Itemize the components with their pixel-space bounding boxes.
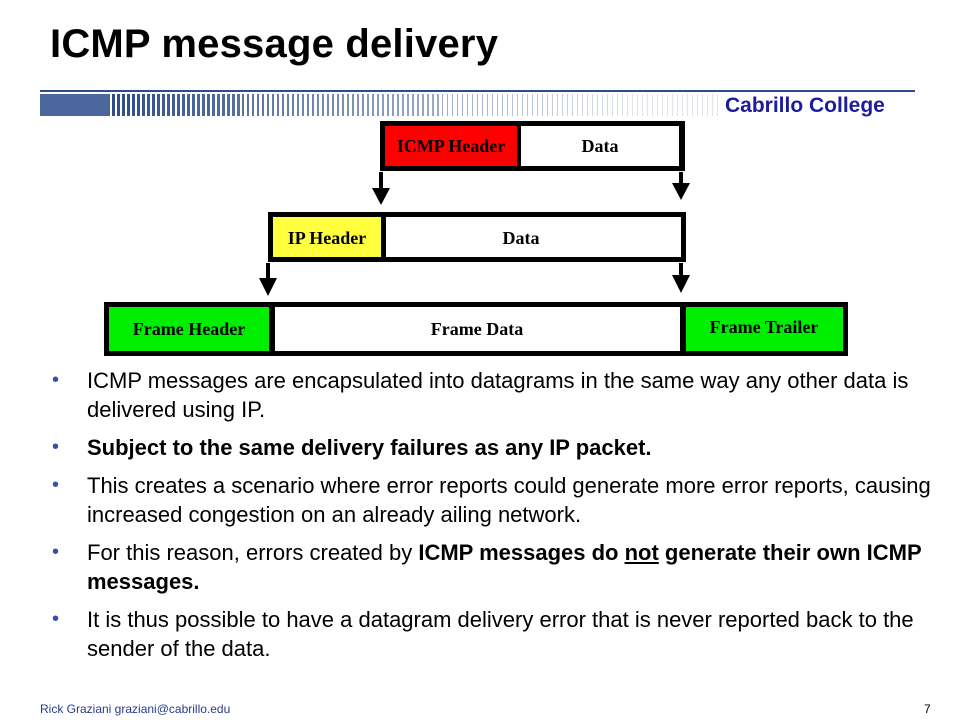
frame-header-label: Frame Header <box>133 319 245 339</box>
ip-header-box <box>273 217 381 257</box>
bullet-icon: • <box>52 436 60 458</box>
page-number: 7 <box>924 702 931 716</box>
ip-header-label: IP Header <box>288 228 367 248</box>
icmp-data-box <box>521 126 679 166</box>
bullet-text: It is thus possible to have a datagram d… <box>87 607 914 661</box>
bullet-text: Subject to the same delivery failures as… <box>87 435 652 460</box>
list-item: • It is thus possible to have a datagram… <box>52 605 932 663</box>
arrow-down-icon <box>672 172 690 200</box>
list-item: • This creates a scenario where error re… <box>52 471 932 529</box>
frame-trailer-box <box>686 307 843 351</box>
bullet-text-bold: ICMP messages do <box>418 540 625 565</box>
icmp-header-box <box>385 126 517 166</box>
bullet-text-lead: For this reason, errors created by <box>87 540 419 565</box>
arrow-down-icon <box>372 172 390 205</box>
bullet-icon: • <box>52 369 60 391</box>
brand-label: Cabrillo College <box>725 94 885 117</box>
arrow-down-icon <box>672 263 690 293</box>
header-banner <box>40 90 915 120</box>
bullet-text-bold-tail: generate their own ICMP messages. <box>87 540 922 594</box>
list-item: • For this reason, errors created by ICM… <box>52 538 932 596</box>
frame-data-box <box>275 307 680 351</box>
frame-data-label: Frame Data <box>431 319 523 339</box>
ip-data-label: Data <box>503 228 540 248</box>
frame-box <box>104 302 848 356</box>
list-item: • ICMP messages are encapsulated into da… <box>52 366 932 424</box>
icmp-data-label: Data <box>582 136 619 156</box>
icmp-header-label: ICMP Header <box>397 136 505 156</box>
arrow-down-icon <box>259 263 277 296</box>
bullet-icon: • <box>52 608 60 630</box>
bullet-list: • ICMP messages are encapsulated into da… <box>52 366 932 672</box>
bullet-icon: • <box>52 541 60 563</box>
frame-trailer-label: Frame Trailer <box>710 317 819 337</box>
ip-frame-box <box>268 212 686 262</box>
footer-author: Rick Graziani graziani@cabrillo.edu <box>40 702 231 716</box>
slide-title: ICMP message delivery <box>50 22 499 66</box>
bullet-text: This creates a scenario where error repo… <box>87 473 931 527</box>
bullet-icon: • <box>52 474 60 496</box>
bullet-text-underline: not <box>624 540 659 565</box>
ip-data-box <box>386 217 681 257</box>
frame-header-box <box>109 307 269 351</box>
bullet-text: ICMP messages are encapsulated into data… <box>87 368 909 422</box>
icmp-frame-box <box>380 121 685 171</box>
list-item: • Subject to the same delivery failures … <box>52 433 932 462</box>
